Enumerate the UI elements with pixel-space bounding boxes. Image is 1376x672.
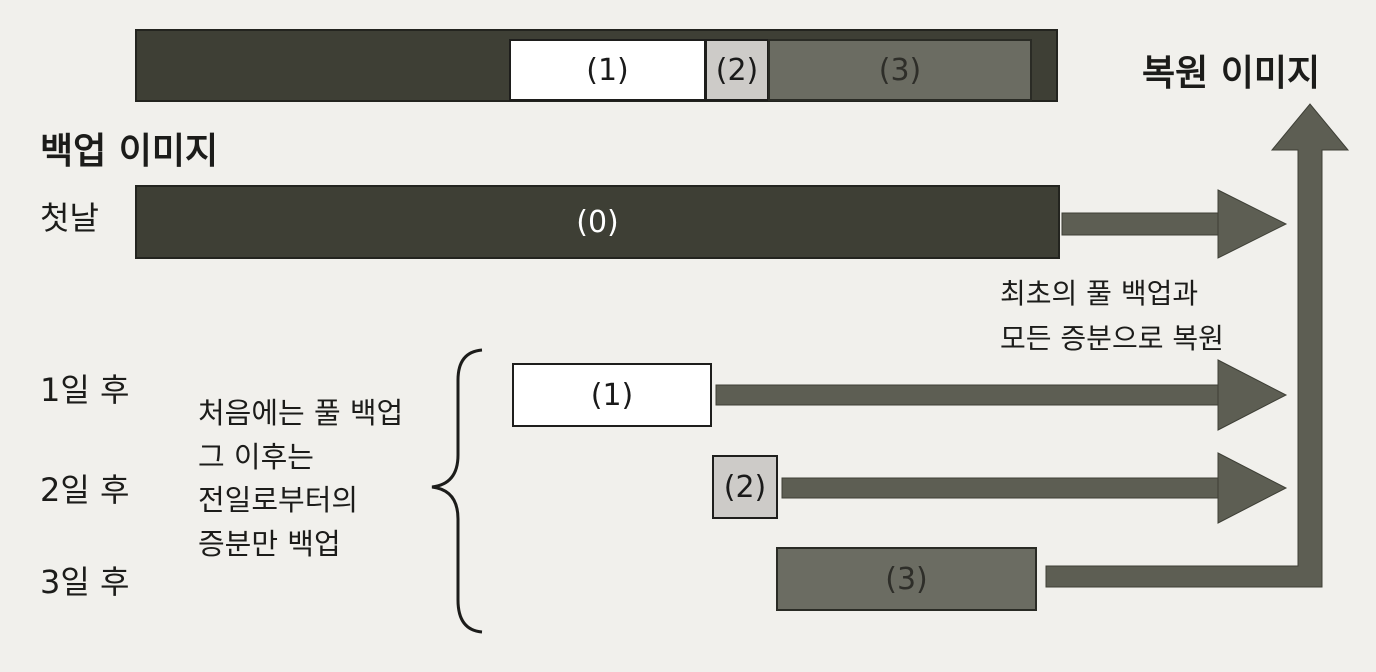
day-3-arrow-icon bbox=[1045, 103, 1350, 588]
backup-image-title: 백업 이미지 bbox=[40, 131, 219, 172]
day-2-arrow-icon bbox=[781, 452, 1288, 524]
restored-segment-1-label: (1) bbox=[586, 52, 629, 88]
day-2-incremental-bar: (2) bbox=[712, 455, 778, 519]
day-2-bar-label: (2) bbox=[723, 469, 767, 505]
full-backup-bar: (0) bbox=[135, 185, 1060, 259]
explanation-line-3: 전일로부터의 bbox=[198, 483, 359, 517]
full-backup-arrow-icon bbox=[1061, 189, 1288, 259]
restore-note: 최초의 풀 백업과 모든 증분으로 복원 bbox=[1000, 272, 1224, 362]
day-1-arrow-icon bbox=[715, 359, 1288, 431]
explanation-line-1: 처음에는 풀 백업 bbox=[198, 396, 404, 430]
explanation-line-2: 그 이후는 bbox=[198, 439, 314, 474]
day-3-incremental-bar: (3) bbox=[776, 547, 1037, 611]
day-3-bar-label: (3) bbox=[885, 561, 928, 597]
restored-segment-2-label: (2) bbox=[715, 52, 759, 88]
restore-note-line-2: 모든 증분으로 복원 bbox=[1000, 321, 1224, 355]
restored-segment-2: (2) bbox=[705, 39, 769, 101]
full-backup-bar-label: (0) bbox=[576, 204, 619, 240]
restored-image-title: 복원 이미지 bbox=[1142, 53, 1321, 94]
explanation-line-4: 증분만 백업 bbox=[198, 526, 341, 561]
restored-segment-3: (3) bbox=[768, 39, 1032, 101]
day-1-bar-label: (1) bbox=[590, 377, 634, 413]
curly-brace bbox=[431, 348, 483, 634]
restored-segment-3-label: (3) bbox=[878, 52, 922, 88]
restore-note-line-1: 최초의 풀 백업과 bbox=[1000, 277, 1199, 310]
first-day-label: 첫날 bbox=[40, 199, 99, 237]
restored-segment-1: (1) bbox=[509, 39, 706, 101]
day-1-label: 1일 후 bbox=[40, 371, 130, 409]
day-3-label: 3일 후 bbox=[40, 563, 130, 601]
day-2-label: 2일 후 bbox=[40, 471, 130, 509]
day-1-incremental-bar: (1) bbox=[512, 363, 712, 427]
explanation-text: 처음에는 풀 백업 그 이후는 전일로부터의 증분만 백업 bbox=[198, 392, 403, 566]
